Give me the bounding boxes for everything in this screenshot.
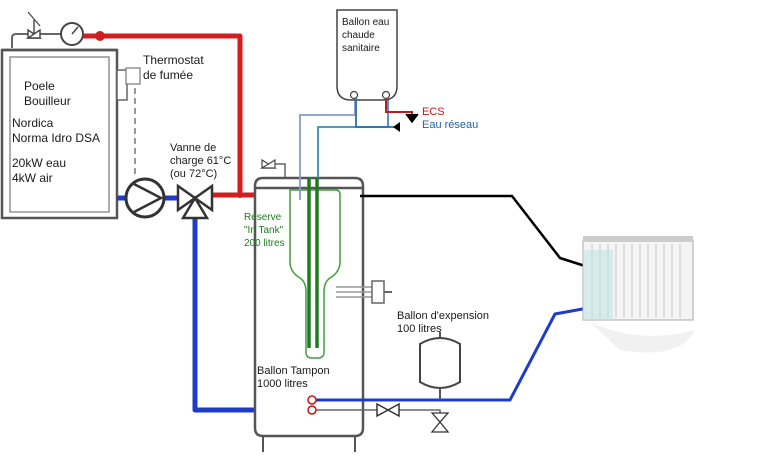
stove-model-line: Norma Idro DSA	[12, 131, 101, 145]
thermostat-label: Thermostat de fumée	[143, 53, 204, 83]
valve-line: (ou 72°C)	[170, 168, 218, 180]
thermostat-line: Thermostat	[143, 53, 204, 67]
stove-label-line: Bouilleur	[24, 94, 71, 108]
stove-power-line: 4kW air	[12, 171, 53, 185]
dhw-tank-line: chaude	[342, 30, 375, 41]
air-vent-valve	[259, 158, 286, 190]
thermostat-line: de fumée	[143, 68, 194, 82]
thermometer-icon	[60, 22, 84, 46]
pump-icon	[124, 177, 166, 219]
dhw-return-line	[317, 90, 389, 178]
gate-valve-icon	[376, 402, 400, 418]
stove-label: Poele Bouilleur	[24, 79, 71, 109]
stove-top-fittings	[11, 11, 60, 48]
radiator-icon	[582, 236, 695, 353]
expansion-line: Ballon d'expension	[397, 310, 490, 322]
ecs-label: ECS	[422, 106, 445, 118]
dhw-tank-label: Ballon eau chaude sanitaire	[342, 16, 389, 55]
network-water-label: Eau réseau	[422, 119, 479, 131]
expansion-label: Ballon d'expension 100 litres	[397, 310, 489, 336]
expansion-tank	[419, 332, 461, 400]
drain-valve-icon	[430, 412, 450, 433]
reserve-line: 200 litres	[244, 238, 285, 249]
radiator-return-pipe	[314, 306, 589, 402]
valve-label: Vanne de charge 61°C (ou 72°C)	[170, 142, 231, 181]
reserve-line: Reserve	[244, 212, 282, 223]
stove-power-label: 20kW eau 4kW air	[12, 156, 66, 186]
dhw-tank	[336, 9, 398, 101]
stove-power-line: 20kW eau	[12, 156, 67, 170]
stove-label-line: Poele	[24, 79, 55, 93]
expansion-line: 100 litres	[397, 323, 442, 335]
valve-line: Vanne de	[170, 142, 217, 154]
side-exchanger	[336, 280, 392, 304]
stove-model-label: Nordica Norma Idro DSA	[12, 116, 100, 146]
buffer-line: Ballon Tampon	[257, 365, 330, 377]
network-pipe	[355, 98, 400, 128]
dhw-supply-line	[299, 88, 356, 200]
valve-line: charge 61°C	[170, 155, 232, 167]
reserve-label: Reserve "In Tank" 200 litres	[244, 211, 285, 250]
three-way-valve-icon	[176, 183, 214, 220]
dhw-tank-line: Ballon eau	[342, 17, 390, 28]
reserve-line: "In Tank"	[244, 225, 284, 236]
buffer-line: 1000 litres	[257, 378, 308, 390]
dhw-tank-line: sanitaire	[342, 43, 380, 54]
in-tank-reserve	[289, 178, 341, 359]
stove-boiler	[0, 48, 128, 220]
stove-model-line: Nordica	[12, 116, 54, 130]
buffer-label: Ballon Tampon 1000 litres	[257, 365, 330, 391]
radiator-supply-pipe	[360, 194, 586, 268]
